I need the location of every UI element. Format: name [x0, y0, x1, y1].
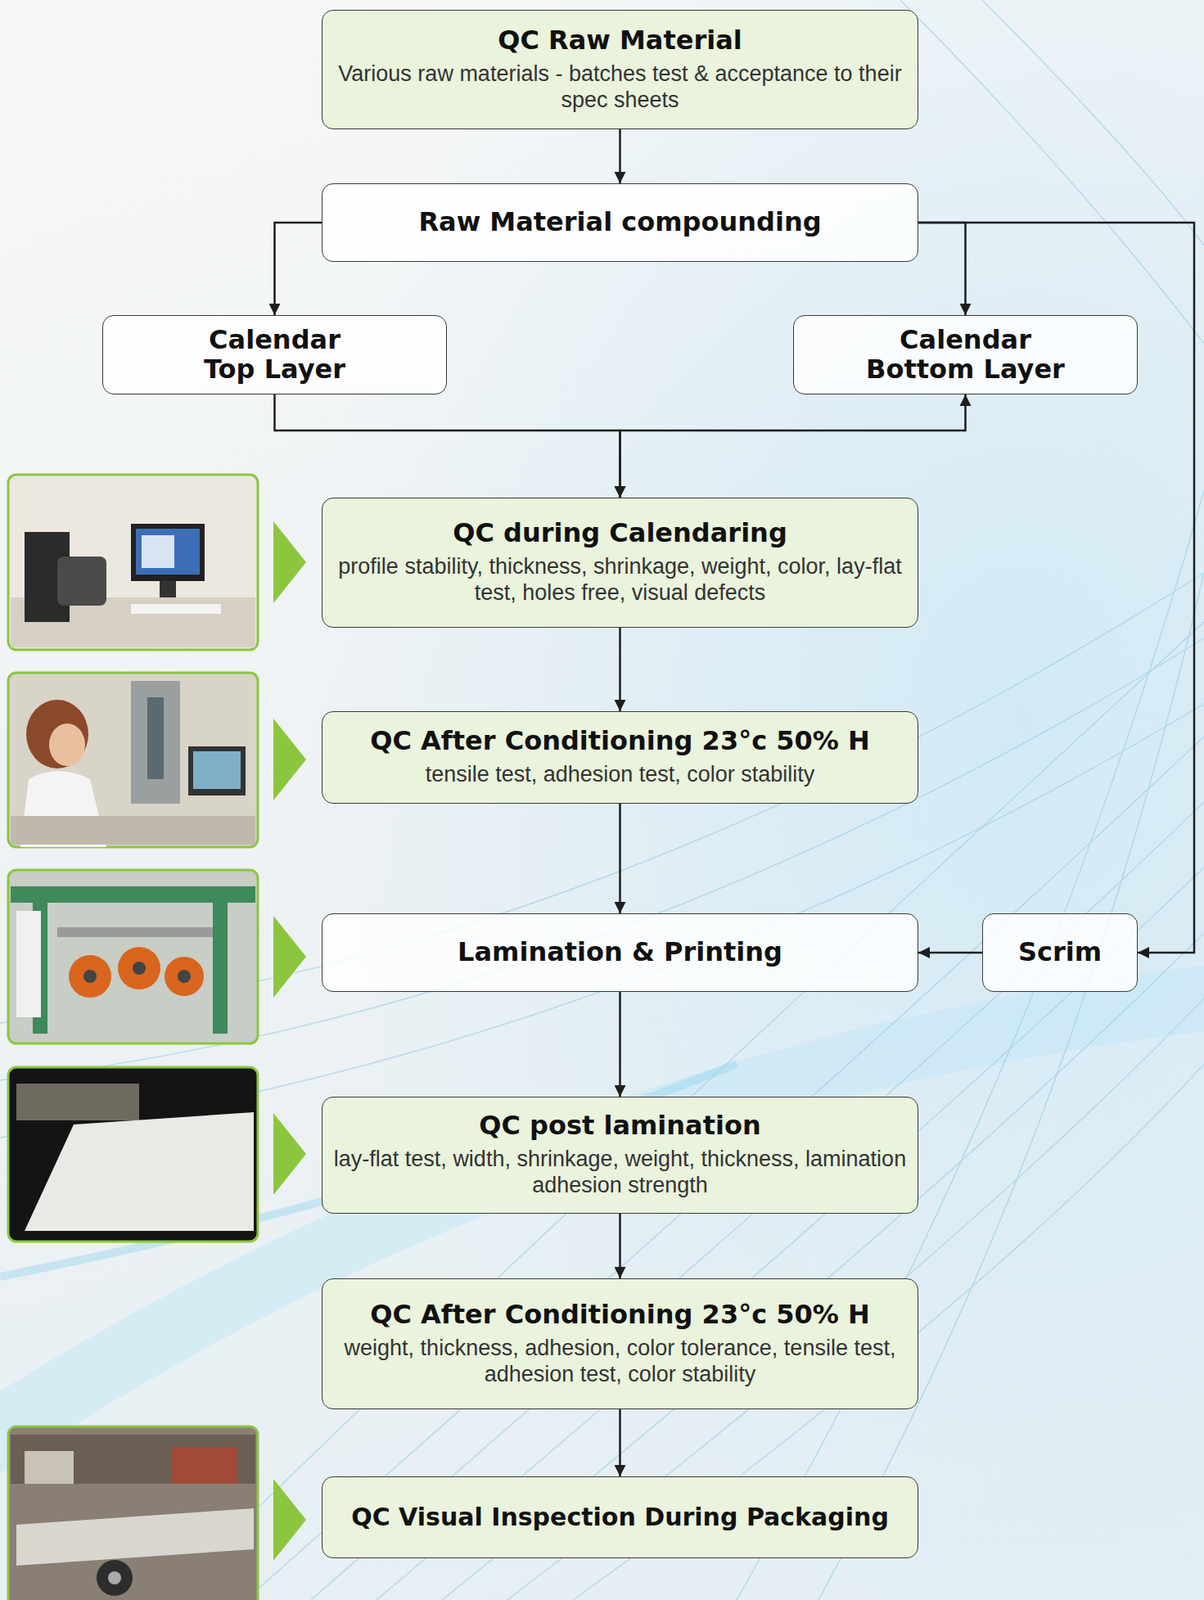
qc-step-box: QC Visual Inspection During Packaging: [321, 1476, 919, 1559]
flow-arrow: [618, 992, 622, 1097]
step-title: Raw Material compounding: [418, 207, 821, 238]
photo-lamination-machine: [8, 870, 258, 1044]
step-details: tensile test, adhesion test, color stabi…: [425, 761, 816, 788]
qc-step-box: QC After Conditioning 23°c 50% Hweight, …: [321, 1278, 919, 1410]
flow-arrow: [275, 222, 323, 316]
photo-lab-desk: [8, 474, 258, 650]
photo-tensile-lab: [8, 672, 258, 848]
pointer-triangle: [273, 1113, 307, 1195]
green-pointers: [273, 521, 307, 1561]
flow-arrow: [620, 394, 966, 498]
step-title: QC Raw Material: [497, 26, 743, 56]
step-details: weight, thickness, adhesion, color toler…: [330, 1334, 910, 1389]
flow-arrow: [918, 222, 966, 316]
pointer-triangle: [273, 1479, 307, 1561]
step-title: QC during Calendaring: [452, 518, 788, 549]
qc-step-box: QC Raw MaterialVarious raw materials - b…: [321, 9, 919, 130]
step-title: Calendar Bottom Layer: [855, 325, 1077, 385]
qc-step-box: QC during Calendaring profile stability, …: [321, 497, 919, 628]
flow-arrow: [618, 627, 622, 712]
step-title: QC After Conditioning 23°c 50% H: [369, 726, 871, 757]
process-box: Calendar Bottom Layer: [793, 315, 1138, 395]
process-box: Calendar Top Layer: [102, 315, 447, 395]
qc-step-box: QC After Conditioning 23°c 50% H tensile …: [321, 711, 919, 804]
step-title: Scrim: [1018, 937, 1102, 968]
photo-packaging: [8, 1426, 258, 1600]
step-title: QC After Conditioning 23°c 50% H: [369, 1300, 871, 1331]
step-details: profile stability, thickness, shrinkage,…: [330, 553, 910, 607]
flow-arrow: [918, 951, 983, 955]
process-box: Lamination & Printing: [321, 913, 919, 993]
process-box: Scrim: [982, 913, 1138, 993]
step-details: Various raw materials - batches test & a…: [330, 60, 910, 114]
step-title: Calendar Top Layer: [189, 325, 361, 385]
step-details: lay-flat test, width, shrinkage, weight,…: [330, 1145, 910, 1200]
photo-laminated-sheet: [8, 1067, 258, 1242]
step-title: Lamination & Printing: [457, 937, 783, 968]
pointer-triangle: [273, 718, 307, 801]
flow-arrow: [618, 803, 622, 914]
step-title: QC Visual Inspection During Packaging: [351, 1503, 889, 1532]
step-title: QC post lamination: [478, 1111, 761, 1141]
pointer-triangle: [273, 521, 307, 604]
flow-arrow: [618, 1213, 622, 1279]
process-box: Raw Material compounding: [321, 183, 919, 262]
flow-arrow: [618, 1409, 622, 1477]
pointer-triangle: [273, 915, 307, 998]
flow-arrow: [618, 129, 622, 184]
qc-step-box: QC post lamination lay-flat test, width, …: [321, 1096, 919, 1214]
flow-arrow: [275, 394, 621, 498]
